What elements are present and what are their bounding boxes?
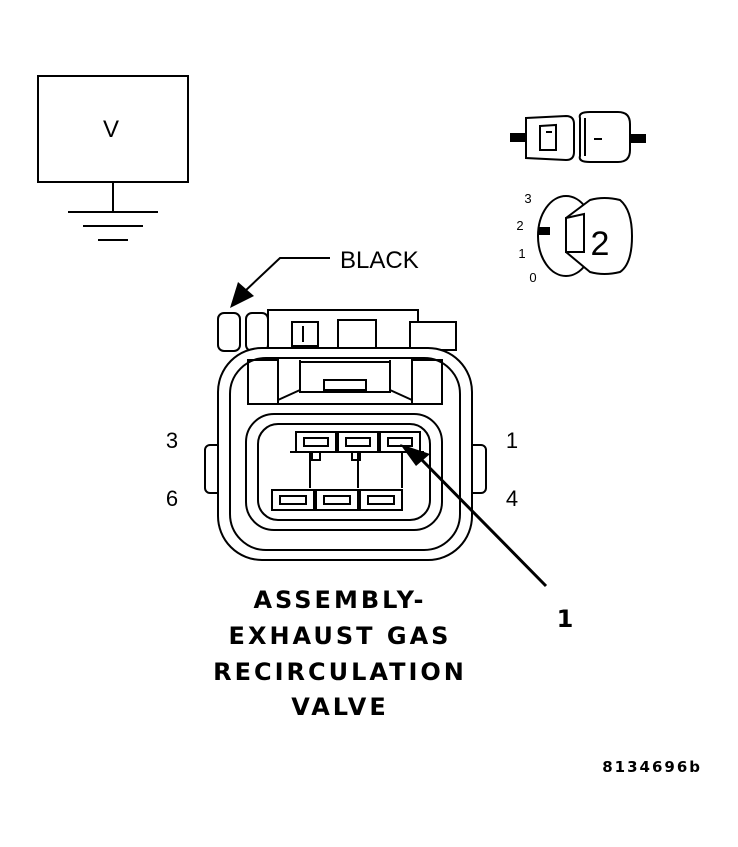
pin-label-4: 4 bbox=[506, 486, 518, 511]
ground-icon bbox=[68, 211, 158, 241]
component-title: ASSEMBLY- EXHAUST GAS RECIRCULATION VALV… bbox=[213, 586, 467, 721]
title-line-3: RECIRCULATION bbox=[213, 658, 467, 686]
pin-label-1: 1 bbox=[506, 428, 518, 453]
title-line-4: VALVE bbox=[291, 693, 388, 721]
voltmeter-symbol: V bbox=[103, 116, 119, 143]
wire-color-label: BLACK bbox=[340, 247, 419, 274]
key-number: 2 bbox=[591, 225, 610, 263]
voltmeter: V bbox=[37, 75, 189, 241]
title-line-1: ASSEMBLY- bbox=[253, 586, 426, 614]
switch-position-2: 2 bbox=[516, 218, 523, 233]
arrow-icon bbox=[400, 444, 430, 466]
arrow-icon bbox=[230, 282, 254, 308]
switch-position-0: 0 bbox=[529, 270, 536, 285]
pin-label-3: 3 bbox=[166, 428, 178, 453]
figure-id: 8134696b bbox=[602, 758, 702, 776]
callout-number: 1 bbox=[557, 605, 574, 633]
terminal-callout: 1 bbox=[400, 444, 573, 633]
wire-color-callout: BLACK bbox=[230, 247, 419, 308]
switch-position-3: 3 bbox=[524, 191, 531, 206]
ignition-switch-icon: 2 3 2 1 0 bbox=[516, 191, 634, 285]
title-line-2: EXHAUST GAS bbox=[229, 622, 452, 650]
connector-plug-icon bbox=[510, 111, 646, 163]
switch-position-1: 1 bbox=[518, 246, 525, 261]
pin-label-6: 6 bbox=[166, 486, 178, 511]
connector-body bbox=[204, 309, 487, 561]
